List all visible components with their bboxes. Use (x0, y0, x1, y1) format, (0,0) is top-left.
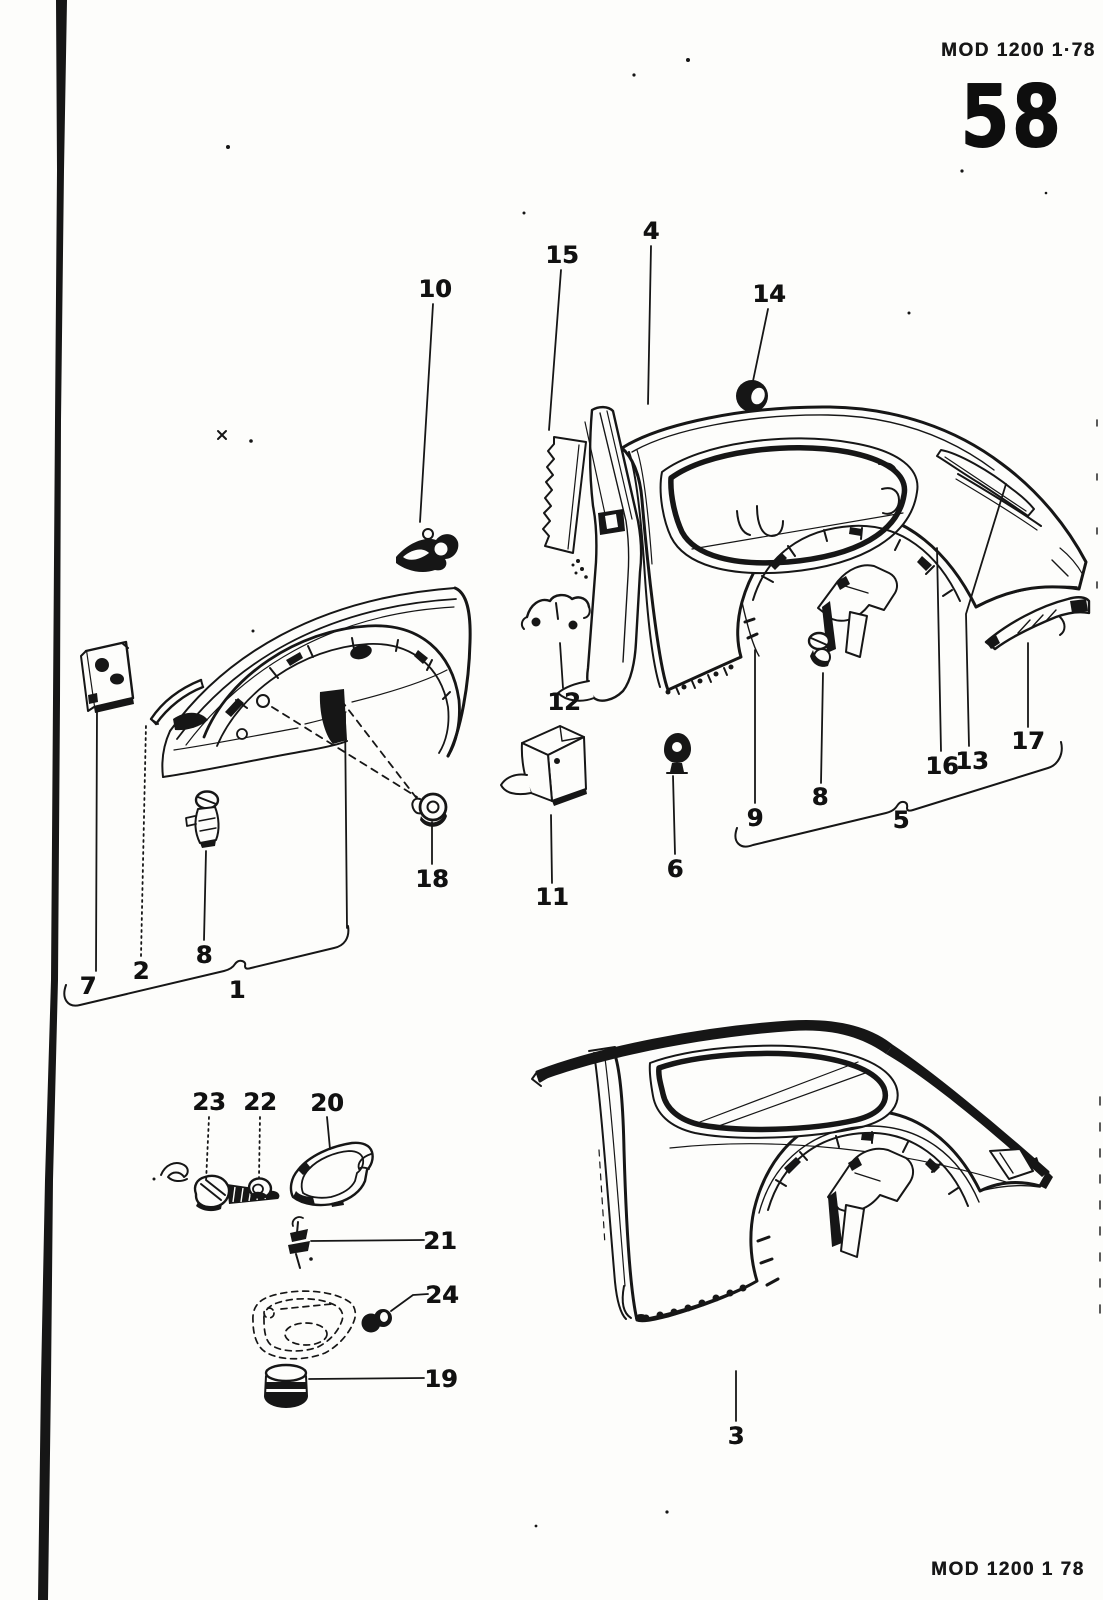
push-pin-part-drawing (664, 733, 691, 774)
callout-7: 7 (79, 972, 97, 1000)
callout-21: 21 (423, 1227, 457, 1255)
sketch-squiggle (152, 1162, 189, 1183)
hood-clip-part-drawing (396, 528, 459, 573)
panel-clip-part-drawing (807, 631, 831, 667)
callout-8-fender: 8 (195, 941, 213, 969)
callout-4: 4 (642, 217, 660, 245)
callout-13: 13 (955, 747, 989, 775)
callout-11: 11 (535, 883, 569, 911)
callout-2: 2 (132, 957, 150, 985)
leader-lines (95, 245, 1029, 1422)
fender-clip-part-drawing (185, 790, 220, 848)
lamp-housing-phantom-drawing (252, 1290, 357, 1360)
mounting-plate-part-drawing (80, 640, 135, 713)
callout-18: 18 (415, 865, 449, 893)
callout-23: 23 (192, 1088, 226, 1116)
grommet-part-drawing (411, 792, 448, 827)
cap-part-drawing (264, 1363, 308, 1408)
callout-3: 3 (727, 1422, 745, 1450)
callout-12: 12 (547, 688, 581, 716)
page-edge-marks (1096, 419, 1101, 1318)
callout-19: 19 (424, 1365, 458, 1393)
washer-part-drawing (247, 1177, 273, 1199)
double-grommet-part-drawing (361, 1305, 392, 1333)
callout-6: 6 (666, 855, 684, 883)
body-plug-part-drawing (736, 380, 768, 412)
callout-22: 22 (243, 1088, 277, 1116)
callout-15: 15 (545, 241, 579, 269)
paper-specks (217, 58, 1048, 1528)
sill-molding-part-drawing (984, 596, 1091, 651)
callout-9: 9 (746, 804, 764, 832)
callout-16: 16 (925, 752, 959, 780)
bracket-part-drawing (500, 725, 587, 806)
group-braces (63, 741, 1063, 1007)
callout-1: 1 (228, 976, 246, 1004)
binding-edge (38, 0, 67, 1600)
serrated-strip-part-drawing (542, 436, 588, 579)
rear-quarter-panel-drawing (531, 1020, 1053, 1323)
callout-5: 5 (892, 806, 910, 834)
seal-frame-part-drawing (289, 1141, 374, 1207)
callout-17: 17 (1011, 727, 1045, 755)
page-number: 58 (960, 67, 1064, 167)
front-fender-drawing (161, 586, 472, 801)
spring-clip-part-drawing (288, 1216, 310, 1269)
callout-24: 24 (425, 1281, 459, 1309)
callout-14: 14 (752, 280, 786, 308)
callout-8-panel: 8 (811, 783, 829, 811)
quarter-panel-assembly-drawing (557, 405, 1088, 702)
seal-strip-part-drawing (149, 678, 205, 726)
header-catalog-code: MOD 1200 1·78 (941, 40, 1096, 61)
footer-catalog-code: MOD 1200 1 78 (931, 1559, 1085, 1580)
wire-clip-part-drawing (520, 593, 591, 630)
callout-10: 10 (418, 275, 452, 303)
callout-20: 20 (310, 1089, 344, 1117)
drip-rail-strip-part-drawing (936, 449, 1042, 531)
